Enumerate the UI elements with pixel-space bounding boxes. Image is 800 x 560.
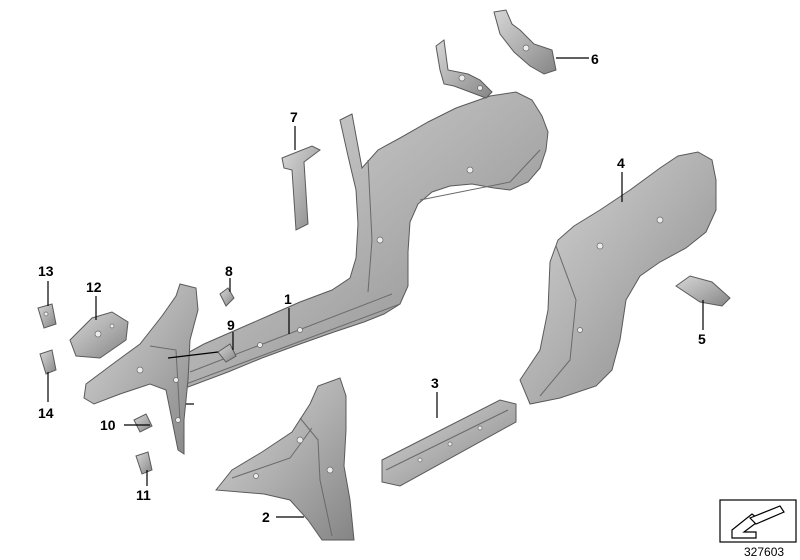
callout-6[interactable]: 6 bbox=[591, 51, 599, 67]
callout-14[interactable]: 14 bbox=[38, 405, 54, 421]
part-13-plate[interactable] bbox=[37, 303, 57, 329]
callout-13[interactable]: 13 bbox=[38, 263, 54, 279]
reference-badge: 327603 bbox=[719, 499, 797, 559]
part-14-bracket[interactable] bbox=[39, 349, 57, 375]
leader-lines bbox=[47, 57, 704, 518]
part-10-bracket[interactable] bbox=[133, 413, 153, 433]
part-7-b-pillar-reinforcement[interactable] bbox=[281, 145, 321, 231]
part-1-side-frame[interactable] bbox=[175, 91, 549, 391]
callout-12[interactable]: 12 bbox=[86, 279, 102, 295]
part-8-clip[interactable] bbox=[219, 287, 235, 307]
callout-3[interactable]: 3 bbox=[431, 375, 439, 391]
callout-2[interactable]: 2 bbox=[262, 509, 270, 525]
callout-11[interactable]: 11 bbox=[136, 487, 151, 503]
part-4-rear-quarter-panel[interactable] bbox=[519, 151, 717, 405]
callout-4[interactable]: 4 bbox=[617, 155, 625, 171]
part-11-bracket[interactable] bbox=[135, 451, 153, 475]
part-12-box-section[interactable] bbox=[69, 311, 129, 359]
arrow-down-left-icon bbox=[731, 505, 785, 539]
front-pillar-assembly[interactable] bbox=[83, 283, 199, 455]
callout-8[interactable]: 8 bbox=[225, 263, 233, 279]
callout-1[interactable]: 1 bbox=[284, 291, 292, 307]
callout-labels: 1 2 3 4 5 6 7 8 9 10 11 12 13 14 bbox=[38, 51, 706, 525]
part-2-a-pillar-lower[interactable] bbox=[215, 377, 355, 541]
part-5-bracket[interactable] bbox=[675, 275, 731, 307]
callout-7[interactable]: 7 bbox=[290, 109, 298, 125]
callout-5[interactable]: 5 bbox=[698, 331, 706, 347]
callout-10[interactable]: 10 bbox=[100, 417, 116, 433]
part-9-bracket[interactable] bbox=[217, 343, 237, 363]
part-6-gusset[interactable] bbox=[493, 9, 557, 75]
part-3-rocker-panel[interactable] bbox=[381, 399, 517, 487]
callout-9[interactable]: 9 bbox=[227, 317, 235, 333]
reference-number: 327603 bbox=[744, 545, 784, 559]
part-1-upper-pillar[interactable] bbox=[435, 39, 493, 99]
